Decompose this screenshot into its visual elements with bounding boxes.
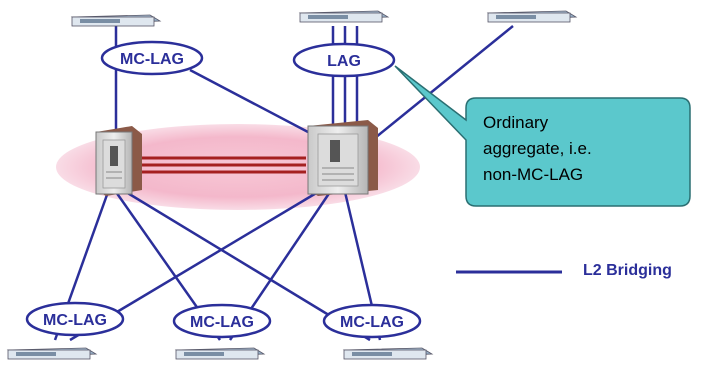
bundle-bottom-left: MC-LAG: [25, 301, 125, 337]
access-switch-icon: [174, 347, 266, 360]
bundle-top-left: MC-LAG: [100, 40, 204, 76]
access-switch-icon: [486, 10, 578, 23]
bundle-bottom-middle: MC-LAG: [172, 303, 272, 339]
bundle-bottom-left-label: MC-LAG: [43, 312, 107, 329]
bundle-top-left-label: MC-LAG: [120, 51, 184, 68]
chassis-router-icon: [307, 120, 378, 196]
callout-line: Ordinary: [483, 113, 549, 132]
bundle-top-middle-label: LAG: [327, 53, 361, 70]
bundle-bottom-middle-label: MC-LAG: [190, 314, 254, 331]
bundle-bottom-right: MC-LAG: [322, 303, 422, 339]
chassis-router-icon: [95, 126, 142, 196]
legend-label: L2 Bridging: [583, 262, 672, 279]
callout-text: Ordinary aggregate, i.e. non-MC-LAG: [483, 110, 683, 188]
inter-chassis-link: [140, 156, 306, 174]
access-switch-icon: [298, 10, 390, 23]
bundle-top-middle: LAG: [292, 42, 396, 78]
callout-line: aggregate, i.e.: [483, 139, 592, 158]
access-switch-icon: [6, 347, 98, 360]
bundle-bottom-right-label: MC-LAG: [340, 314, 404, 331]
callout-line: non-MC-LAG: [483, 165, 584, 184]
access-switch-icon: [342, 347, 434, 360]
access-switch-icon: [70, 14, 162, 27]
callout: [394, 65, 691, 207]
